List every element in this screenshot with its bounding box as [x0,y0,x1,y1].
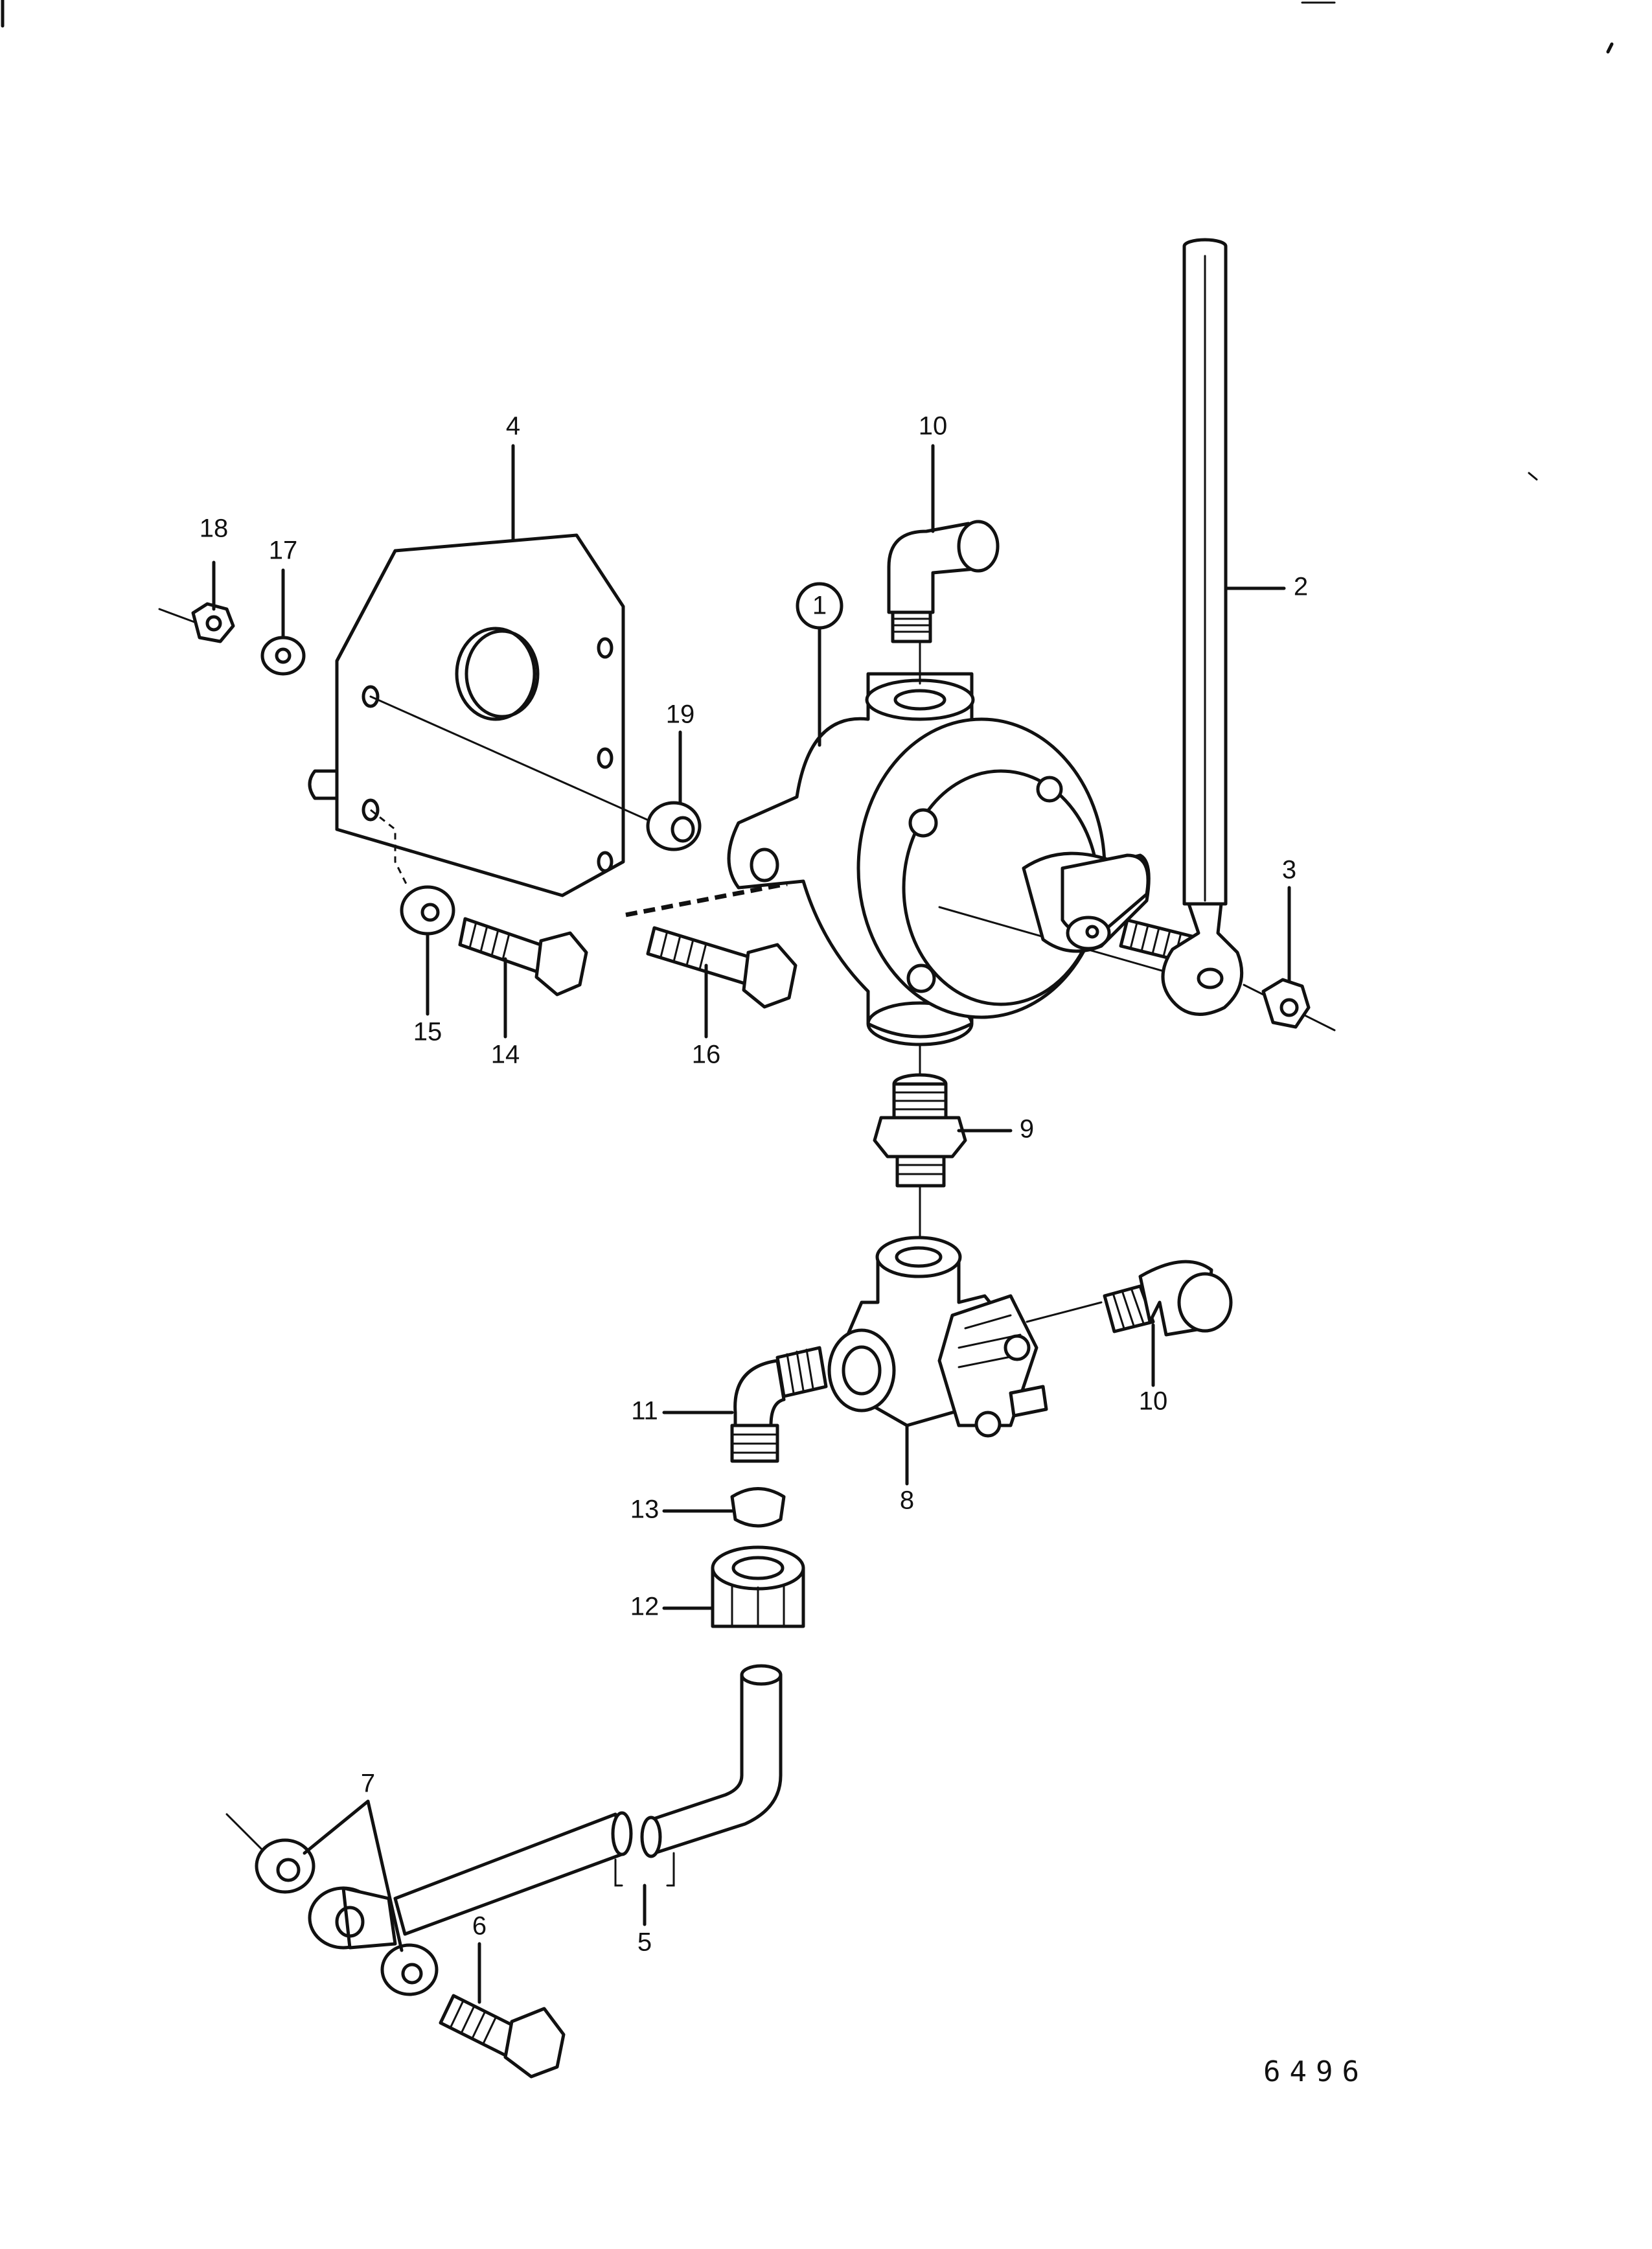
union-nut-12 [711,1545,805,1628]
callout-2: 2 [1294,573,1308,601]
callout-8: 8 [900,1486,914,1515]
callout-13: 13 [630,1495,660,1524]
bolt-14 [458,917,588,997]
callout-19: 19 [666,700,695,729]
callout-17: 17 [269,536,298,565]
callout-16: 16 [692,1041,721,1069]
callout-12: 12 [630,1593,660,1621]
elbow-fitting-10-bottom [1103,1260,1233,1337]
washer-17 [260,636,306,676]
callout-11: 11 [631,1397,658,1425]
callout-14: 14 [491,1041,520,1069]
compression-olive-13 [730,1487,786,1528]
scan-marks [1,0,1614,481]
bolt-6 [439,1994,566,2079]
axis-line-elbow-10-bottom [1026,1301,1103,1323]
hidden-line-bolt-16 [625,881,788,917]
elbow-fitting-10-top [887,520,1000,643]
callout-10-bottom: 10 [1139,1387,1168,1416]
mounting-plate [308,533,625,897]
nut-3 [1243,978,1336,1032]
suction-pipe-5 [393,1664,783,1936]
callout-7: 7 [361,1770,375,1798]
spacer-19 [646,801,702,851]
callout-1: 1 [812,592,827,620]
callout-5: 5 [637,1928,652,1957]
hidden-line-bolt-14 [370,809,409,888]
callout-10-top: 10 [919,412,948,441]
callout-18: 18 [200,514,229,543]
nipple-9 [873,1073,967,1188]
washer-15 [400,885,455,936]
callout-labels: 1 2 3 4 5 6 7 8 9 10 10 11 12 13 14 15 1… [200,412,1308,1957]
axis-line-bolt-19 [369,695,656,824]
callout-9: 9 [1020,1115,1034,1144]
figure-number: 6496 [1263,2055,1368,2088]
leader-lines [212,444,1291,2004]
bolt-16 [646,926,797,1009]
nut-18 [158,602,235,643]
callout-1-circle [796,582,843,630]
elbow-fitting-11 [730,1346,828,1463]
callout-4: 4 [506,412,520,441]
callout-6: 6 [472,1912,487,1941]
pump-body [727,672,1107,1046]
three-way-valve-8 [827,1236,1048,1438]
handle-rod [1161,238,1244,1016]
banjo-fitting-7 [225,1813,439,1996]
callout-15: 15 [413,1018,442,1046]
callout-3: 3 [1282,856,1296,884]
